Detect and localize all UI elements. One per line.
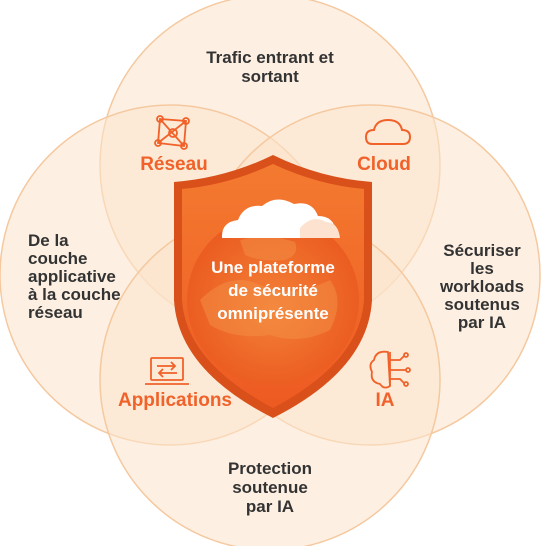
segment-applications: Applications — [117, 390, 232, 411]
center-title: Une plateforme de sécurité omniprésente — [186, 256, 360, 325]
cloudflare-logo — [222, 199, 340, 238]
label-traffic: Trafic entrant et sortant — [170, 48, 370, 86]
laptop-arrows-icon — [145, 357, 189, 385]
label-app-to-network: De la couche applicative à la couche rés… — [28, 232, 148, 322]
brain-circuit-icon — [369, 350, 411, 389]
label-ai-protection: Protection soutenue par IA — [190, 459, 350, 516]
segment-cloud: Cloud — [357, 154, 411, 175]
label-protection-line: par IA — [245, 497, 295, 516]
label-secure-line: soutenus — [444, 295, 520, 314]
segment-network: Réseau — [140, 154, 208, 175]
center-title-line: omniprésente — [217, 304, 329, 323]
label-app-line: à la couche — [28, 285, 121, 304]
center-title-line: de sécurité — [228, 281, 318, 300]
label-secure-line: Sécuriser — [443, 241, 521, 260]
label-secure-line: workloads — [439, 277, 525, 296]
label-secure-ai-workloads: Sécuriser les workloads soutenus par IA — [424, 242, 540, 332]
label-app-line: De la — [28, 231, 69, 250]
center-shield — [174, 155, 372, 418]
segment-ai: IA — [375, 390, 395, 411]
label-traffic-line: sortant — [241, 67, 299, 86]
label-app-line: réseau — [28, 303, 83, 322]
label-secure-line: par IA — [457, 313, 507, 332]
label-app-line: applicative — [28, 267, 116, 286]
network-mesh-icon — [154, 115, 190, 150]
label-secure-line: les — [470, 259, 494, 278]
center-title-line: Une plateforme — [211, 258, 335, 277]
label-app-line: couche — [28, 249, 88, 268]
label-traffic-line: Trafic entrant et — [206, 48, 334, 67]
cloud-outline-icon — [364, 118, 412, 145]
label-protection-line: Protection — [227, 459, 313, 478]
label-protection-line: soutenue — [232, 478, 308, 497]
